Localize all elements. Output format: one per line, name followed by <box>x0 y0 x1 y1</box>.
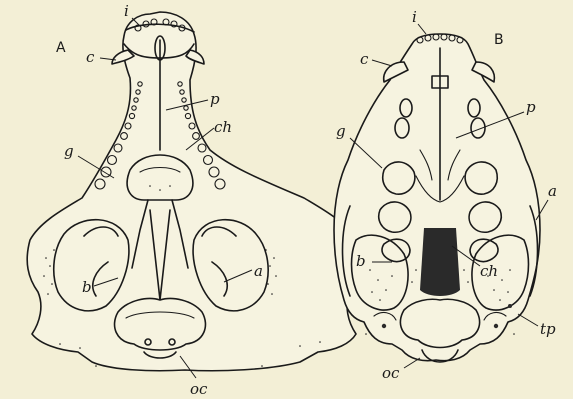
label-a-oc: oc <box>190 380 208 398</box>
label-a-c: c <box>86 48 95 66</box>
label-b-a: a <box>548 182 557 200</box>
skull-a: A i c p ch g b a oc <box>27 2 359 398</box>
leader-b-c <box>372 60 392 66</box>
panel-b-label: B <box>494 32 504 48</box>
label-b-i: i <box>412 8 417 26</box>
leader-b-i <box>418 24 426 34</box>
label-a-ch: ch <box>214 118 232 136</box>
skull-a-basicranium <box>115 299 206 351</box>
label-b-p: p <box>526 98 536 116</box>
label-b-tp: tp <box>540 320 556 338</box>
panel-a-label: A <box>56 40 66 56</box>
leader-b-oc <box>404 358 420 368</box>
label-b-c: c <box>360 50 369 68</box>
label-a-b: b <box>82 278 92 296</box>
skull-a-choana <box>127 155 193 200</box>
leader-b-tp <box>518 314 538 326</box>
label-a-p: p <box>210 90 220 108</box>
label-a-g: g <box>64 142 74 160</box>
skull-b: B i c p g a b ch tp oc <box>334 8 557 382</box>
label-b-ch: ch <box>480 262 498 280</box>
label-b-oc: oc <box>382 364 400 382</box>
label-b-b: b <box>356 252 366 270</box>
skull-b-choana <box>420 228 460 296</box>
label-a-i: i <box>124 2 129 20</box>
label-a-a: a <box>254 262 263 280</box>
label-b-g: g <box>336 122 346 140</box>
